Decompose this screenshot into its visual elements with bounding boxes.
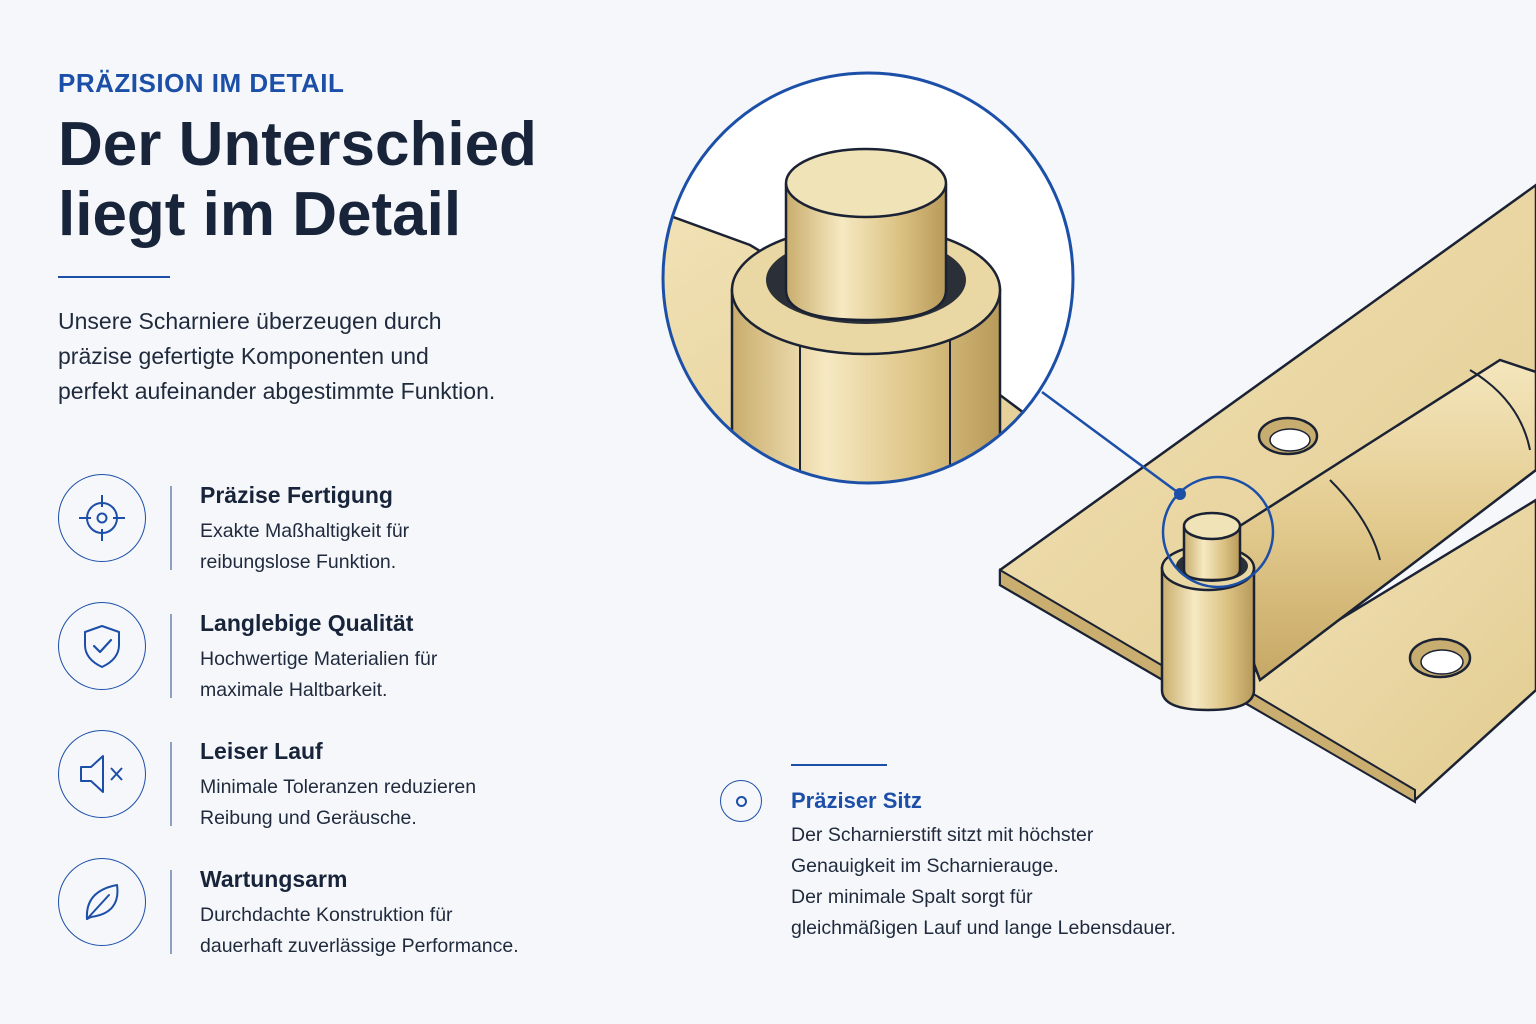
magnifier-detail	[661, 71, 1075, 485]
feature-description: Minimale Toleranzen reduzieren Reibung u…	[200, 772, 560, 834]
callout-description-line: Der minimale Spalt sorgt für	[791, 886, 1033, 908]
feature-title: Langlebige Qualität	[200, 610, 414, 636]
feature-divider	[170, 742, 172, 826]
feature-item: Wartungsarm Durchdachte Konstruktion für…	[58, 858, 578, 958]
connector-dot	[1174, 488, 1186, 500]
feature-item: Langlebige Qualität Hochwertige Material…	[58, 602, 578, 702]
screw-hole	[1257, 416, 1319, 456]
feature-item: Präzise Fertigung Exakte Maßhaltigkeit f…	[58, 474, 578, 574]
feature-description: Durchdachte Konstruktion für dauerhaft z…	[200, 900, 560, 962]
title-divider	[58, 276, 170, 278]
leaf-icon	[58, 858, 146, 946]
hinge-knuckle	[1160, 511, 1256, 712]
feature-description: Exakte Maßhaltigkeit für reibungslose Fu…	[200, 516, 560, 578]
speaker-mute-icon	[58, 730, 146, 818]
feature-description-line: Durchdachte Konstruktion für	[200, 904, 453, 926]
feature-description-line: Hochwertige Materialien für	[200, 648, 438, 670]
page-title: Der Unterschied liegt im Detail	[58, 110, 598, 250]
callout-description: Der Scharnierstift sitzt mit höchster Ge…	[791, 820, 1191, 944]
pin-highlight-ring	[1161, 475, 1275, 589]
title-line: liegt im Detail	[58, 180, 462, 249]
callout-description-line: Genauigkeit im Scharnierauge.	[791, 855, 1059, 877]
feature-description-line: dauerhaft zuverlässige Performance.	[200, 935, 519, 957]
feature-description-line: reibungslose Funktion.	[200, 551, 397, 573]
callout-description-line: gleichmäßigen Lauf und lange Lebensdauer…	[791, 917, 1176, 939]
precision-callout: Präziser Sitz Der Scharnierstift sitzt m…	[720, 764, 1180, 944]
magnifier-connector	[1041, 390, 1181, 496]
feature-description-line: Minimale Toleranzen reduzieren	[200, 776, 477, 798]
title-line: Der Unterschied	[58, 110, 537, 179]
feature-divider	[170, 614, 172, 698]
shield-check-icon	[58, 602, 146, 690]
intro-text: Unsere Scharniere überzeugen durch präzi…	[58, 308, 496, 404]
feature-description-line: Reibung und Geräusche.	[200, 807, 417, 829]
eyebrow-label: PRÄZISION IM DETAIL	[58, 68, 345, 98]
feature-divider	[170, 486, 172, 570]
screw-hole	[1408, 637, 1472, 679]
feature-description-line: Exakte Maßhaltigkeit für	[200, 520, 410, 542]
feature-title: Präzise Fertigung	[200, 482, 393, 508]
hinge-right-plate	[1238, 498, 1536, 804]
hinge-barrel	[1208, 358, 1536, 683]
feature-divider	[170, 870, 172, 954]
feature-description: Hochwertige Materialien für maximale Hal…	[200, 644, 560, 706]
feature-title: Wartungsarm	[200, 866, 348, 892]
callout-description-line: Der Scharnierstift sitzt mit höchster	[791, 824, 1094, 846]
crosshair-icon	[58, 474, 146, 562]
feature-item: Leiser Lauf Minimale Toleranzen reduzier…	[58, 730, 578, 830]
feature-description-line: maximale Haltbarkeit.	[200, 679, 388, 701]
callout-divider	[791, 764, 887, 766]
target-dot-icon	[720, 780, 762, 822]
callout-title: Präziser Sitz	[791, 788, 922, 813]
feature-title: Leiser Lauf	[200, 738, 323, 764]
hinge-lower-plate	[998, 183, 1536, 692]
